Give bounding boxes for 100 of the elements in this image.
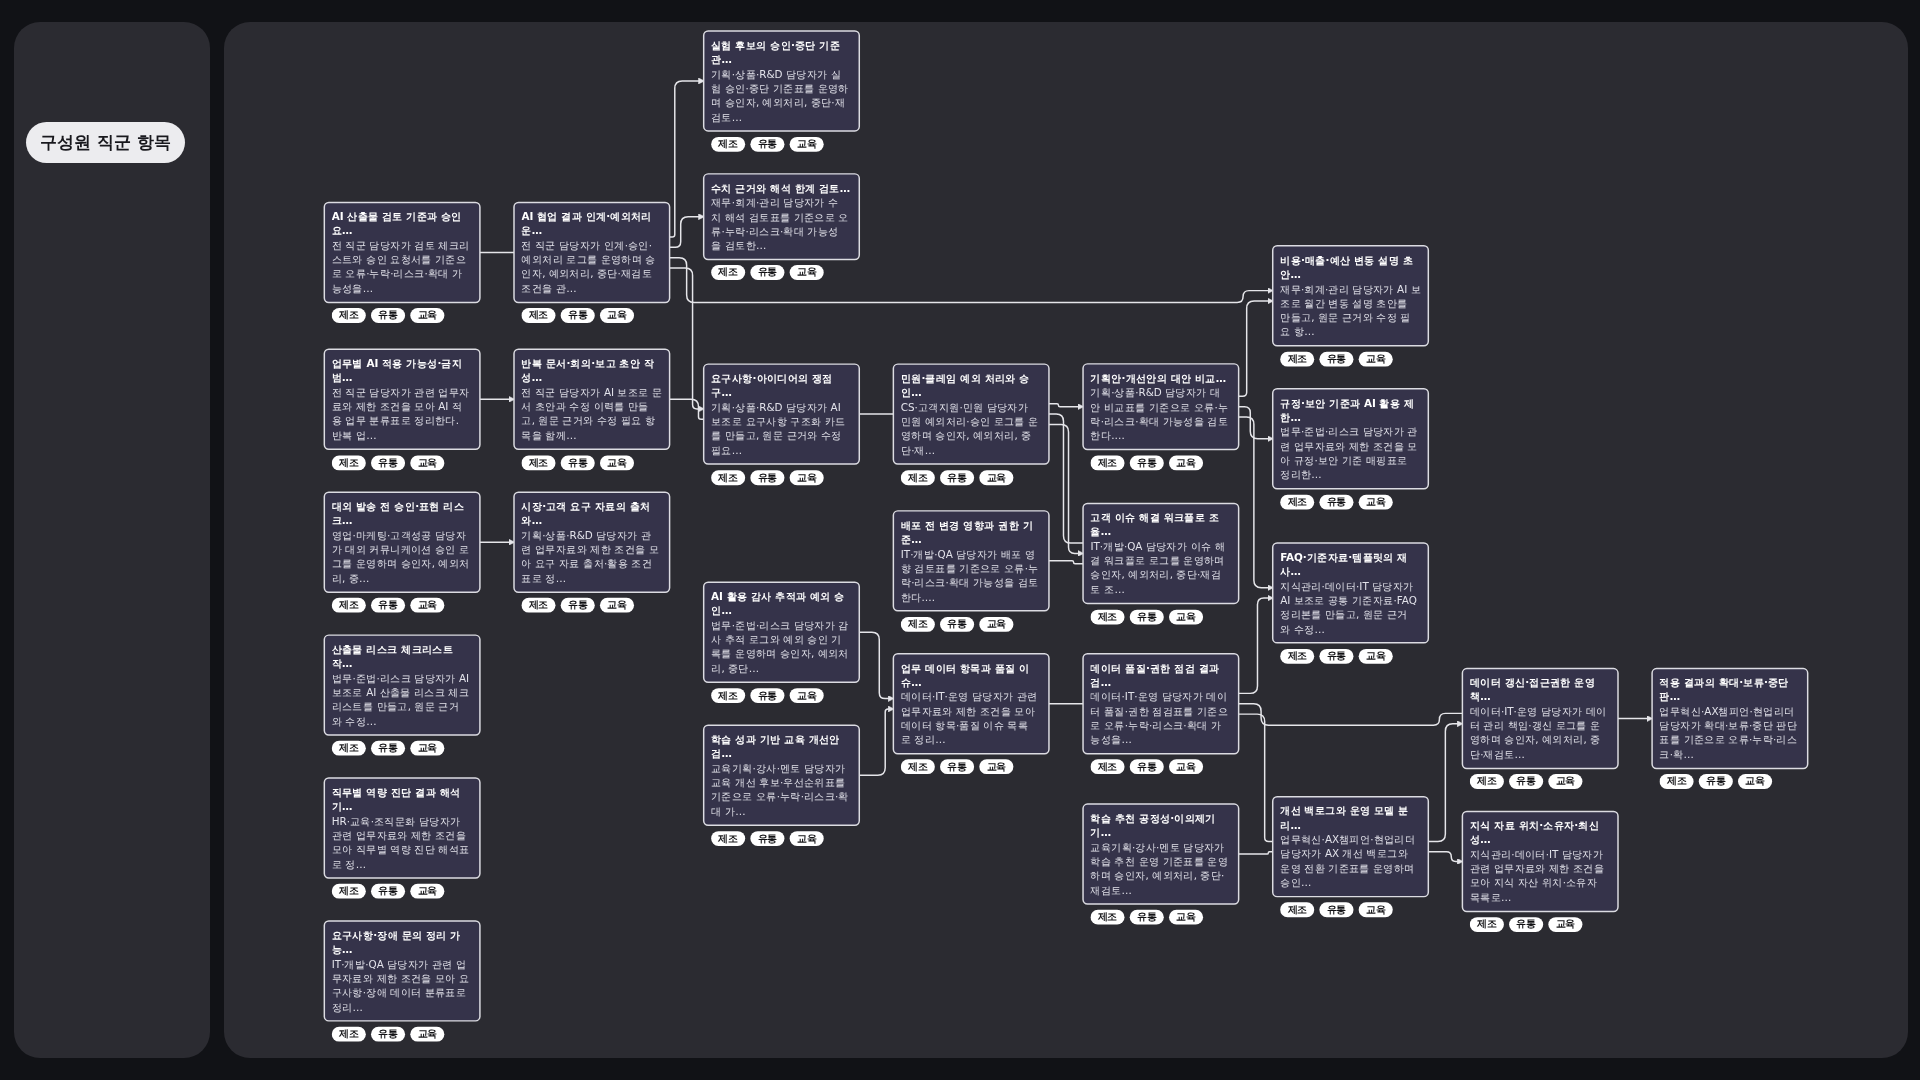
node-label: 교육 [607,456,627,468]
node-label: 제조 [339,1028,359,1040]
node-box [702,363,860,465]
node-label: 교육 [1555,775,1576,788]
node-label: 교육 [1366,496,1386,508]
node-box [513,348,671,450]
node-label: 교육 [797,266,817,279]
node-box [1461,810,1619,913]
node-label: 유통 [568,599,588,611]
node-label: 교육 [417,885,437,897]
node-label: 제조 [1477,775,1497,788]
node-label: 유통 [1137,456,1157,469]
node-label: 교육 [1176,761,1196,773]
node-label: 제조 [1097,761,1118,773]
node-box [1272,245,1430,347]
node-label: 제조 [1097,610,1118,622]
node-label: 유통 [1326,650,1347,662]
node-label: 교육 [1176,456,1196,469]
node-label: 유통 [378,742,398,754]
node-label: 제조 [339,885,359,897]
node-label: 제조 [528,456,549,468]
node-box [513,201,671,304]
connector [1048,560,1084,565]
node-box [1272,388,1430,490]
node-label: 교육 [986,618,1006,630]
node-box [1461,667,1619,770]
node-box [892,653,1050,755]
node-label: 유통 [1326,496,1347,508]
node-label: 제조 [908,761,928,773]
node-box [892,510,1050,612]
node-label: 제조 [718,689,738,701]
node-label: 유통 [757,471,778,483]
node-box [1082,363,1240,451]
node-box [1272,542,1430,644]
node-label: 교육 [1366,353,1386,365]
node-label: 교육 [607,309,627,322]
node-label: 제조 [339,599,359,611]
node-label: 교육 [417,742,437,754]
connector [479,251,515,254]
node-label: 제조 [908,618,928,630]
node-label: 유통 [1137,761,1157,773]
node-box [323,777,481,879]
node-label: 교육 [417,309,437,322]
node-label: 유통 [1137,610,1157,622]
node-label: 제조 [1287,650,1307,662]
node-box [1082,502,1240,605]
node-label: 유통 [378,456,398,468]
node-box [513,491,671,593]
connector [1048,413,1084,544]
node-box [1082,653,1240,755]
node-label: 교육 [797,832,817,844]
node-label: 유통 [1326,904,1347,916]
node-label: 제조 [1666,775,1687,788]
node-box [323,201,481,304]
node-label: 유통 [378,885,398,897]
node-label: 제조 [718,471,738,483]
node-label: 제조 [1287,496,1307,508]
node-label: 교육 [1555,918,1576,930]
node-label: 제조 [339,309,359,322]
node-label: 유통 [1326,353,1347,365]
node-label: 교육 [1745,775,1765,788]
node-box [702,581,860,683]
node-label: 제조 [908,471,928,483]
node-label: 유통 [378,1028,398,1040]
node-label: 유통 [947,618,967,630]
node-label: 교육 [797,689,817,701]
node-label: 교육 [417,456,437,468]
connector [1048,703,1084,705]
node-label: 유통 [757,266,778,279]
node-label: 유통 [568,309,588,322]
node-label: 유통 [947,761,967,773]
node-label: 유통 [1137,911,1157,923]
node-label: 유통 [378,309,398,322]
node-label: 제조 [1477,918,1497,930]
node-label: 유통 [1706,775,1726,788]
node-label: 교육 [986,761,1006,773]
node-label: 교육 [797,138,817,150]
node-label: 교육 [1176,911,1196,923]
node-label: 교육 [1176,610,1196,622]
node-label: 유통 [757,832,778,844]
node-box [702,30,860,132]
node-box [1272,795,1430,898]
node-label: 제조 [528,599,549,611]
node-label: 제조 [1097,456,1118,469]
node-box [702,724,860,826]
node-label: 제조 [1287,353,1307,365]
node-label: 제조 [528,309,549,322]
node-label: 교육 [797,471,817,483]
node-box [323,920,481,1022]
node-label: 제조 [718,832,738,844]
node-label: 제조 [339,742,359,754]
node-box [323,491,481,593]
node-label: 유통 [1516,918,1536,930]
category-heading: 구성원 직군 항목 [26,122,185,163]
node-box [323,348,481,450]
node-label: 교육 [1366,904,1386,916]
node-box [892,363,1050,465]
node-label: 교육 [1366,650,1386,662]
node-box [323,634,481,736]
node-label: 제조 [339,456,359,468]
